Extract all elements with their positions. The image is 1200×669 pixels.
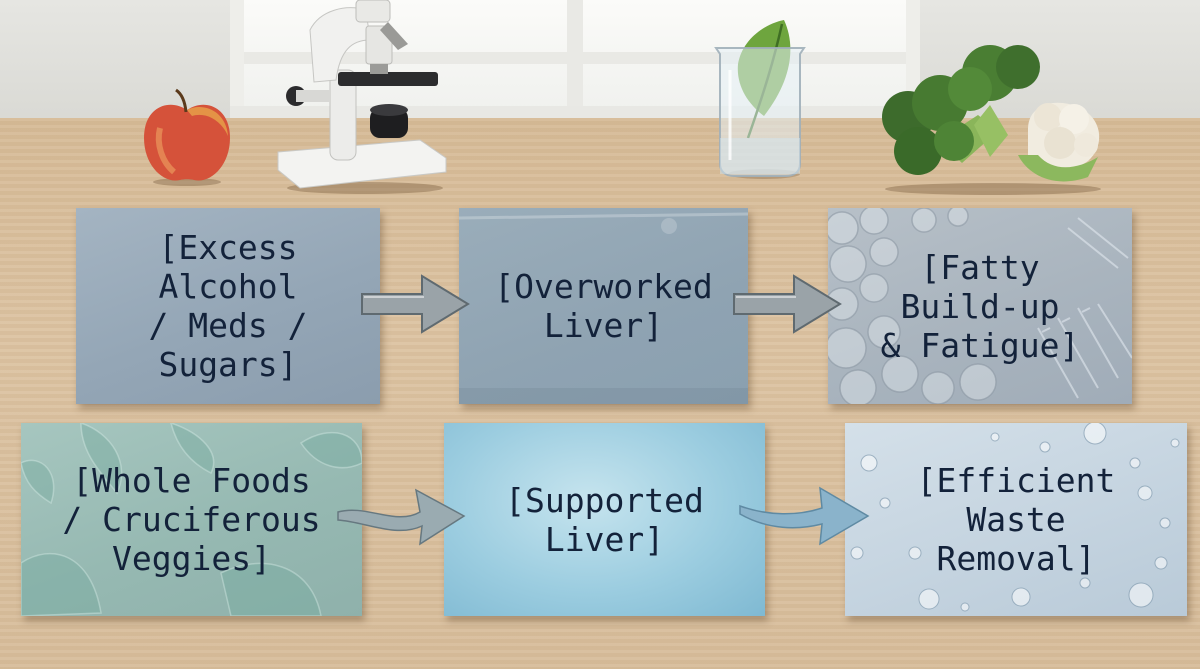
broccoli-cauliflower-icon <box>882 45 1101 195</box>
panel-whole-foods-cruciferous-veggies: [Whole Foods / Cruciferous Veggies] <box>21 423 362 616</box>
panel-efficient-waste-removal: [Efficient Waste Removal] <box>845 423 1187 616</box>
panel-label: [Whole Foods / Cruciferous Veggies] <box>62 461 321 578</box>
panel-fatty-buildup-fatigue: [Fatty Build-up & Fatigue] <box>828 208 1132 404</box>
panel-supported-liver: [Supported Liver] <box>444 423 765 616</box>
arrow-p1-to-p2 <box>361 274 470 334</box>
panel-excess-alcohol-meds-sugars: [Excess Alcohol / Meds / Sugars] <box>76 208 380 404</box>
beaker-leaf-icon <box>714 20 806 179</box>
arrow-p2-to-p3 <box>733 274 842 334</box>
panel-label: [Overworked Liver] <box>494 267 713 345</box>
arrow-p5-to-p6 <box>739 486 870 546</box>
panel-label: [Excess Alcohol / Meds / Sugars] <box>148 228 308 384</box>
panel-label: [Fatty Build-up & Fatigue] <box>880 247 1080 365</box>
apple-icon <box>144 88 230 186</box>
panel-label: [Efficient Waste Removal] <box>916 461 1116 578</box>
panel-label: [Supported Liver] <box>505 480 704 559</box>
arrow-p4-to-p5 <box>337 488 466 546</box>
panel-overworked-liver: [Overworked Liver] <box>459 208 748 404</box>
microscope-icon <box>277 0 447 194</box>
